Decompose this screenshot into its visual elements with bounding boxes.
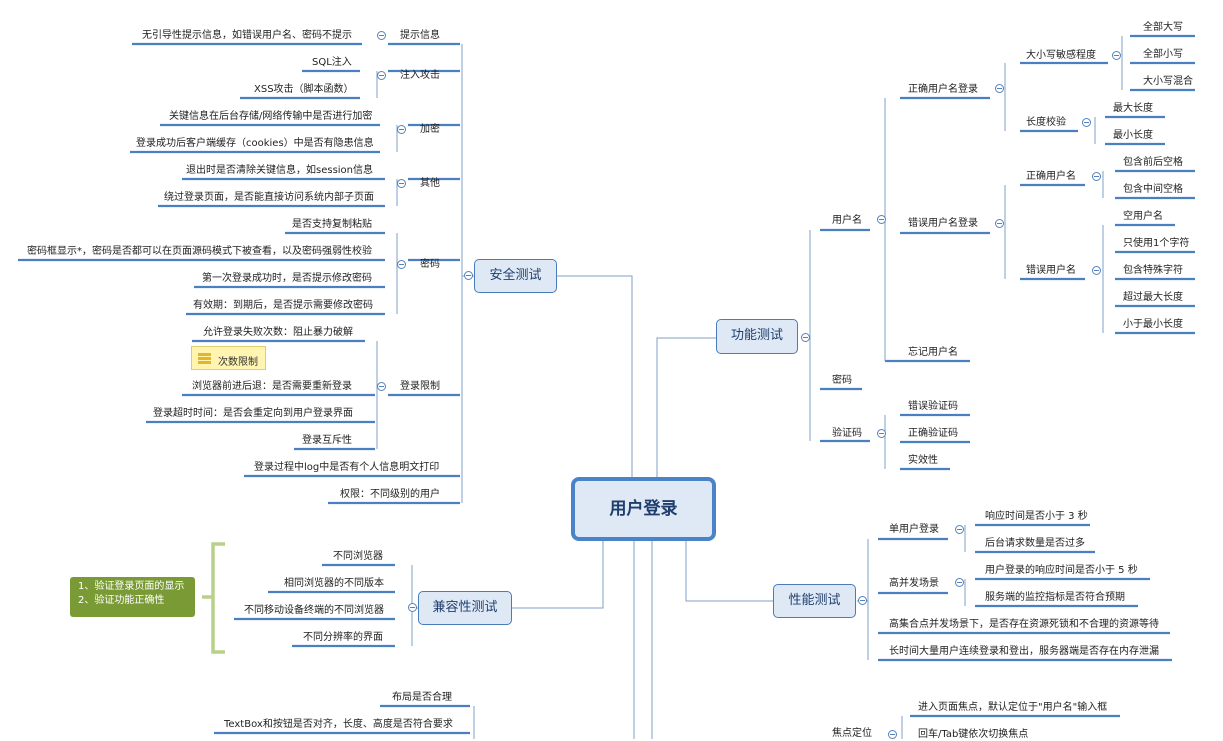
leaf: 后台请求数量是否过多 <box>985 538 1085 549</box>
leaf: 全部小写 <box>1143 49 1183 60</box>
collapse-icon[interactable] <box>377 71 386 80</box>
label-inject: 注入攻击 <box>400 70 440 81</box>
collapse-icon[interactable] <box>877 215 886 224</box>
leaf: 长时间大量用户连续登录和登出，服务器端是否存在内存泄漏 <box>889 646 1159 657</box>
leaf: 相同浏览器的不同版本 <box>284 578 384 589</box>
leaf: 绕过登录页面，是否能直接访问系统内部子页面 <box>164 192 374 203</box>
leaf: TextBox和按钮是否对齐，长度、高度是否符合要求 <box>224 719 453 730</box>
collapse-icon[interactable] <box>955 578 964 587</box>
leaf: 小于最小长度 <box>1123 319 1183 330</box>
leaf: 密码框显示*，密码是否都可以在页面源码模式下被查看，以及密码强弱性校验 <box>27 246 372 257</box>
note-line: 2、验证功能正确性 <box>78 595 165 606</box>
leaf: 空用户名 <box>1123 211 1163 222</box>
leaf: 退出时是否清除关键信息，如session信息 <box>186 165 374 176</box>
collapse-icon[interactable] <box>408 603 417 612</box>
leaf: 忘记用户名 <box>908 347 958 358</box>
leaf: 大小写混合 <box>1143 76 1193 87</box>
leaf: 登录成功后客户端缓存（cookies）中是否有隐患信息 <box>136 138 374 149</box>
compat-summary-note: 1、验证登录页面的显示 2、验证功能正确性 <box>70 577 195 617</box>
label-right-name: 正确用户名 <box>1026 171 1076 182</box>
collapse-icon[interactable] <box>1112 51 1121 60</box>
label-concurrent: 高并发场景 <box>889 578 939 589</box>
label-correct-login: 正确用户名登录 <box>908 84 978 95</box>
collapse-icon[interactable] <box>397 260 406 269</box>
leaf: 响应时间是否小于 3 秒 <box>985 511 1088 522</box>
leaf: 登录超时时间：是否会重定向到用户登录界面 <box>153 408 353 419</box>
collapse-icon[interactable] <box>955 525 964 534</box>
node-compat-test[interactable]: 兼容性测试 <box>418 591 512 625</box>
label-password-func: 密码 <box>832 375 852 386</box>
leaf: 是否支持复制粘贴 <box>292 219 372 230</box>
collapse-icon[interactable] <box>801 333 810 342</box>
leaf: 允许登录失败次数：阻止暴力破解 <box>203 327 353 338</box>
collapse-icon[interactable] <box>1092 266 1101 275</box>
leaf: 包含前后空格 <box>1123 157 1183 168</box>
leaf: 高集合点并发场景下，是否存在资源死锁和不合理的资源等待 <box>889 619 1159 630</box>
leaf: 包含特殊字符 <box>1123 265 1183 276</box>
leaf: 浏览器前进后退：是否需要重新登录 <box>192 381 352 392</box>
leaf: 只使用1个字符 <box>1123 238 1190 249</box>
root-node[interactable]: 用户登录 <box>571 477 716 541</box>
collapse-icon[interactable] <box>888 730 897 739</box>
leaf: 用户登录的响应时间是否小于 5 秒 <box>985 565 1138 576</box>
leaf: 实效性 <box>908 455 938 466</box>
collapse-icon[interactable] <box>995 84 1004 93</box>
leaf: 有效期：到期后，是否提示需要修改密码 <box>193 300 373 311</box>
leaf: 正确验证码 <box>908 428 958 439</box>
leaf: 包含中间空格 <box>1123 184 1183 195</box>
label-wrong-login: 错误用户名登录 <box>908 218 978 229</box>
collapse-icon[interactable] <box>377 382 386 391</box>
leaf: 登录过程中log中是否有个人信息明文打印 <box>254 462 440 473</box>
leaf: 第一次登录成功时，是否提示修改密码 <box>202 273 372 284</box>
leaf: 登录互斥性 <box>302 435 352 446</box>
leaf: 回车/Tab键依次切换焦点 <box>918 729 1029 740</box>
label-focus: 焦点定位 <box>832 728 872 739</box>
leaf: 服务端的监控指标是否符合预期 <box>985 592 1125 603</box>
leaf: 不同浏览器 <box>333 551 383 562</box>
leaf: 不同移动设备终端的不同浏览器 <box>244 605 384 616</box>
leaf: XSS攻击（脚本函数） <box>254 84 354 95</box>
leaf: 布局是否合理 <box>392 692 452 703</box>
collapse-icon[interactable] <box>377 31 386 40</box>
leaf: 权限：不同级别的用户 <box>340 489 440 500</box>
collapse-icon[interactable] <box>877 429 886 438</box>
collapse-icon[interactable] <box>464 271 473 280</box>
node-func-test[interactable]: 功能测试 <box>716 319 798 354</box>
leaf: 最小长度 <box>1113 130 1153 141</box>
label-case: 大小写敏感程度 <box>1026 50 1096 61</box>
label-captcha: 验证码 <box>832 428 862 439</box>
collapse-icon[interactable] <box>397 179 406 188</box>
note-count-limit: 次数限制 <box>191 346 266 370</box>
label-other: 其他 <box>420 178 440 189</box>
note-icon <box>198 353 211 364</box>
collapse-icon[interactable] <box>858 596 867 605</box>
note-line: 1、验证登录页面的显示 <box>78 581 185 592</box>
collapse-icon[interactable] <box>397 125 406 134</box>
leaf: 关键信息在后台存储/网络传输中是否进行加密 <box>169 111 373 122</box>
label-hint: 提示信息 <box>400 30 440 41</box>
node-perf-test[interactable]: 性能测试 <box>773 584 856 618</box>
leaf: 全部大写 <box>1143 22 1183 33</box>
label-password: 密码 <box>420 259 440 270</box>
green-bracket <box>202 542 225 654</box>
leaf: 不同分辨率的界面 <box>303 632 383 643</box>
label-login-limit: 登录限制 <box>400 381 440 392</box>
leaf: SQL注入 <box>312 57 352 68</box>
label-single-user: 单用户登录 <box>889 524 939 535</box>
leaf: 最大长度 <box>1113 103 1153 114</box>
node-security-test[interactable]: 安全测试 <box>474 259 557 293</box>
label-encrypt: 加密 <box>420 124 440 135</box>
label-username: 用户名 <box>832 215 862 226</box>
leaf: 超过最大长度 <box>1123 292 1183 303</box>
leaf: 错误验证码 <box>908 401 958 412</box>
collapse-icon[interactable] <box>995 219 1004 228</box>
label-wrong-name: 错误用户名 <box>1026 265 1076 276</box>
collapse-icon[interactable] <box>1092 172 1101 181</box>
label-length: 长度校验 <box>1026 117 1066 128</box>
leaf: 无引导性提示信息，如错误用户名、密码不提示 <box>142 30 352 41</box>
collapse-icon[interactable] <box>1082 118 1091 127</box>
leaf: 进入页面焦点，默认定位于"用户名"输入框 <box>918 702 1108 713</box>
